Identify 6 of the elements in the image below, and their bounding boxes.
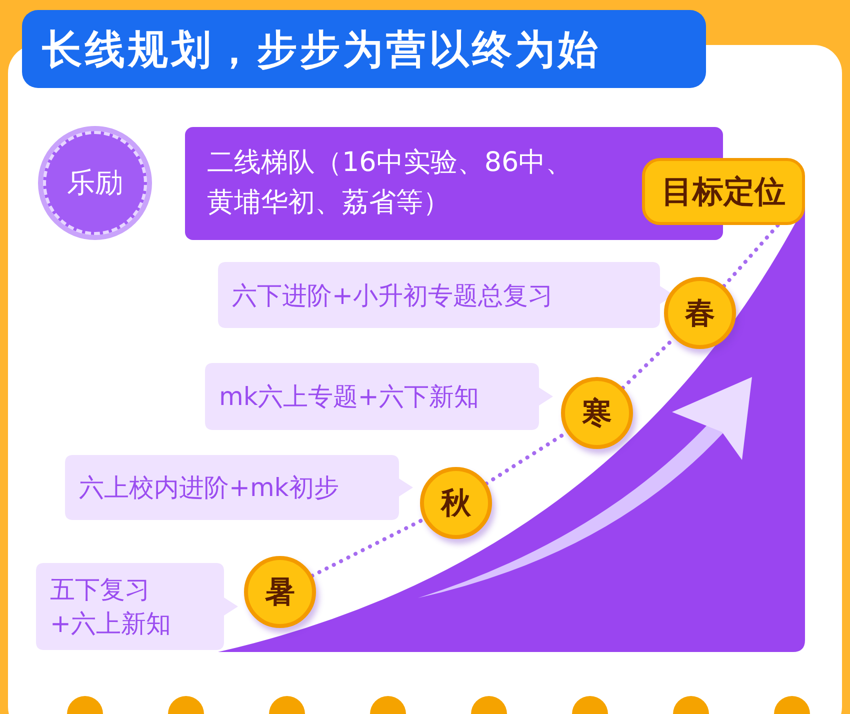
speech-bubble: 六上校内进阶+mk初步 [65, 455, 413, 520]
speech-bubble: mk六上专题+六下新知 [205, 363, 553, 430]
dotted-path [722, 223, 780, 288]
speech-bubble: 五下复习 +六上新知 [36, 563, 238, 650]
title-banner: 长线规划，步步为营以终为始 [22, 10, 706, 88]
goal-tag: 目标定位 [642, 158, 805, 225]
